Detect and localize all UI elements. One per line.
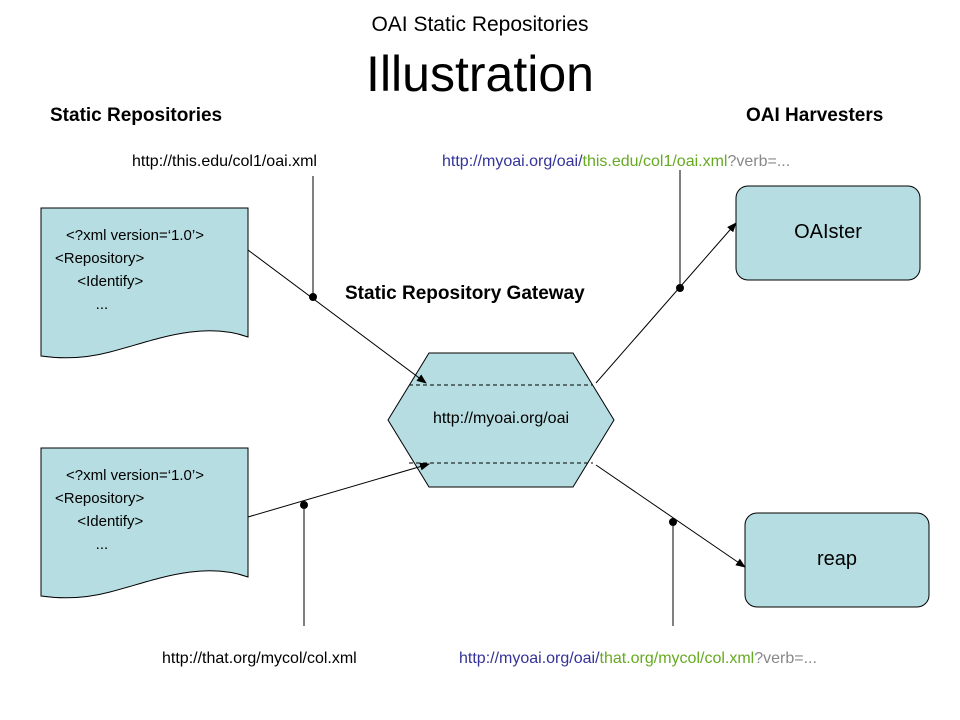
callout-dot-top-right <box>676 284 684 292</box>
doc-bottom-line-3: <Identify> <box>69 513 144 530</box>
slide-subtitle: OAI Static Repositories <box>371 13 589 36</box>
slide-title: Illustration <box>366 46 594 102</box>
callout-dot-bottom-right <box>669 518 677 526</box>
arrow-gateway-to-oaister <box>595 222 737 384</box>
url-bottom-right-base: http://myoai.org/oai/ <box>459 650 600 667</box>
doc-bottom-line-2: <Repository> <box>55 490 145 507</box>
doc-top-line-3: <Identify> <box>69 273 144 290</box>
url-bottom-right-verb: ?verb=... <box>754 650 817 667</box>
url-top-left: http://this.edu/col1/oai.xml <box>132 153 317 170</box>
arrow-doc-bottom-to-gateway <box>247 462 430 518</box>
doc-top-line-4: ... <box>79 296 109 313</box>
document-shape-bottom <box>40 447 249 599</box>
callout-dot-top-left <box>309 293 317 301</box>
doc-bottom-line-4: ... <box>79 536 109 553</box>
url-bottom-left: http://that.org/mycol/col.xml <box>162 650 357 667</box>
url-bottom-right-path: that.org/mycol/col.xml <box>599 650 755 667</box>
arrow-gateway-to-reap <box>595 464 746 568</box>
document-text-top: <?xml version=‘1.0’> <Repository> <Ident… <box>55 224 204 316</box>
url-bottom-right: http://myoai.org/oai/that.org/mycol/col.… <box>459 650 817 668</box>
gateway-hexagon <box>387 352 615 488</box>
arrow-doc-top-to-gateway <box>247 249 427 384</box>
gateway-heading: Static Repository Gateway <box>345 283 585 304</box>
url-top-right-base: http://myoai.org/oai/ <box>442 153 583 170</box>
callout-dot-bottom-left <box>300 501 308 509</box>
static-repositories-heading: Static Repositories <box>50 105 223 126</box>
harvester-label-reap: reap <box>816 548 858 570</box>
url-top-right-verb: ?verb=... <box>727 153 791 170</box>
document-text-bottom: <?xml version=‘1.0’> <Repository> <Ident… <box>55 464 204 556</box>
doc-bottom-line-1: <?xml version=‘1.0’> <box>66 467 204 484</box>
url-top-right-path: this.edu/col1/oai.xml <box>582 153 728 170</box>
url-top-right: http://myoai.org/oai/this.edu/col1/oai.x… <box>442 153 790 171</box>
harvester-box-oaister <box>735 185 921 281</box>
gateway-url: http://myoai.org/oai <box>432 410 570 427</box>
harvester-label-oaister: OAIster <box>794 221 862 243</box>
doc-top-line-1: <?xml version=‘1.0’> <box>66 227 204 244</box>
document-shape-top <box>40 207 249 359</box>
oai-harvesters-heading: OAI Harvesters <box>746 105 884 126</box>
doc-top-line-2: <Repository> <box>55 250 145 267</box>
